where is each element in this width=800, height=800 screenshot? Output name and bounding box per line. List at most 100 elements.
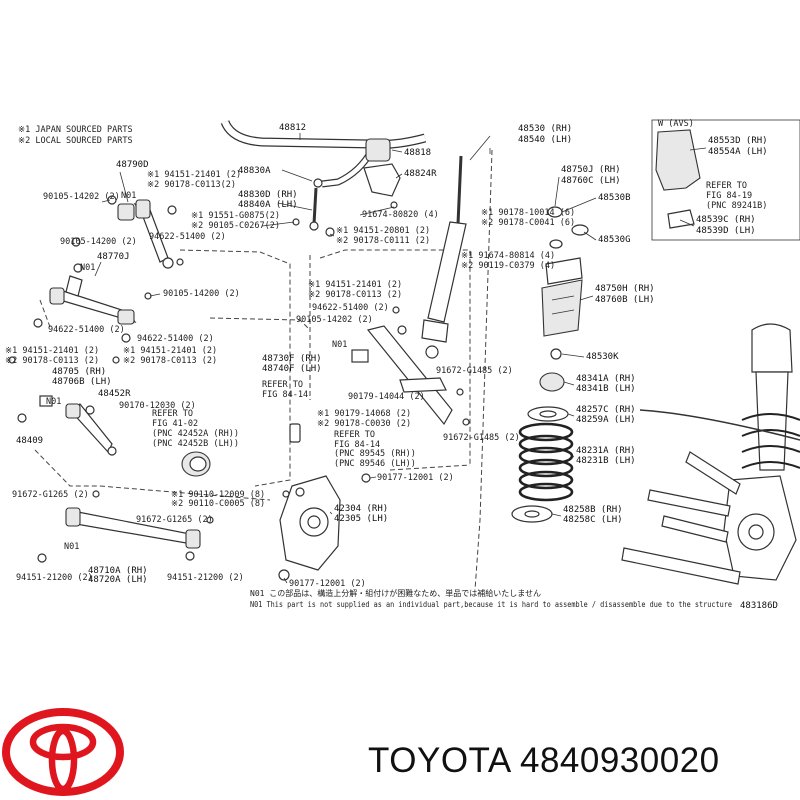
part-label: 48750J (RH) (561, 165, 621, 175)
legend-japan-sourced: ※1 JAPAN SOURCED PARTS (18, 125, 133, 135)
part-label: 48259A (LH) (576, 415, 636, 425)
part-label: 48812 (279, 123, 306, 133)
part-label: 48530G (598, 235, 631, 245)
part-label: REFER TO (334, 430, 375, 440)
part-label: 91672-G1265 (2) (12, 490, 89, 500)
part-label: ※2 90178-C0113 (2) (5, 356, 99, 366)
part-label: 48790D (116, 160, 149, 170)
part-label: (PNC 89545 (RH)) (334, 449, 416, 459)
part-label: 48452R (98, 389, 131, 399)
coil-spring-48231 (511, 372, 574, 523)
part-label: ※2 90178-C0030 (2) (317, 419, 411, 429)
part-label: 48830D (RH) (238, 190, 298, 200)
part-label: 90170-12030 (2) (119, 401, 196, 411)
part-label: 91672-G1485 (2) (436, 366, 513, 376)
part-label: 90179-14044 (2) (348, 392, 425, 402)
part-label: 90177-12001 (2) (289, 579, 366, 589)
part-label: 48705 (RH) (52, 367, 106, 377)
stabilizer-bracket (363, 163, 401, 197)
part-label: 48553D (RH) (708, 136, 768, 146)
note-japanese: N01 この部品は、構造上分解・組付けが困難なため、単品では補給いたしません (250, 588, 541, 598)
brand-part-title: TOYOTA 4840930020 (368, 741, 720, 781)
part-label: N01 (46, 397, 61, 407)
part-label: FIG 84-14 (262, 390, 308, 400)
part-label: ※2 90178-C0113(2) (147, 180, 236, 190)
part-labels: 48812 48818 48824R 48830A 48790D ※1 9415… (5, 119, 768, 589)
lower-arm-48770j (49, 275, 137, 325)
leader-lines (94, 133, 707, 584)
brand-name: TOYOTA (368, 741, 510, 780)
part-label: ※2 90110-C0005 (8) (171, 499, 265, 509)
diagram-id: 483186D (740, 601, 778, 611)
part-label: 90105-14202 (2) (296, 315, 373, 325)
part-label: 48760C (LH) (561, 176, 621, 186)
part-label: 48258B (RH) (563, 505, 623, 515)
part-label: 91674-80820 (4) (362, 210, 439, 220)
part-label: (PNC 42452A (RH)) (152, 429, 239, 439)
fasteners (8, 195, 470, 581)
part-label: ※1 94151-21401 (2) (147, 170, 241, 180)
part-label: ※2 90178-C0113 (2) (308, 290, 402, 300)
part-label: ※1 90110-12009 (8) (171, 490, 265, 500)
part-label: 90105-14202 (2) (43, 192, 120, 202)
part-label: N01 (332, 340, 347, 350)
part-label: ※1 91674-80814 (4) (461, 251, 555, 261)
part-label: 48530K (586, 352, 619, 362)
part-label: (PNC 89241B) (706, 201, 767, 211)
note-english: N01 This part is not supplied as an indi… (250, 600, 732, 609)
part-label: 48539D (LH) (696, 226, 756, 236)
part-label: 90105-14200 (2) (60, 237, 137, 247)
part-label: 48730F (RH) (262, 354, 322, 364)
part-label: FIG 84-19 (706, 191, 752, 201)
part-label: N01 (80, 263, 95, 273)
part-label: 94151-21200 (2) (16, 573, 93, 583)
part-label: ※2 90119-C0379 (4) (461, 261, 555, 271)
part-label: FIG 84-14 (334, 440, 380, 450)
part-label: ※1 94151-21401 (2) (308, 280, 402, 290)
part-label: 48341B (LH) (576, 384, 636, 394)
stabilizer-bar (220, 120, 427, 188)
part-label: 48818 (404, 148, 431, 158)
part-label: ※1 90178-10014 (6) (481, 208, 575, 218)
brand-footer (2, 708, 124, 796)
stabilizer-bushing (365, 138, 391, 162)
part-label: W (AVS) (658, 119, 694, 129)
toe-control-link (65, 403, 117, 456)
upper-support (541, 206, 589, 360)
toyota-logo (2, 708, 124, 796)
part-label: 48231B (LH) (576, 456, 636, 466)
part-label: ※1 90179-14068 (2) (317, 409, 411, 419)
part-label: 48720A (LH) (88, 575, 148, 585)
part-label: (PNC 89546 (LH)) (334, 459, 416, 469)
part-label: 48530B (598, 193, 631, 203)
upper-link-48730f (366, 325, 453, 426)
part-label: FIG 41-02 (152, 419, 198, 429)
part-label: 94622-51400 (2) (48, 325, 125, 335)
part-label: 48257C (RH) (576, 405, 636, 415)
rear-knuckle-42304 (279, 475, 341, 571)
part-label: 48830A (238, 166, 271, 176)
part-label: 42304 (RH) (334, 504, 388, 514)
part-label: ※2 90178-C0111 (2) (336, 236, 430, 246)
part-label: 48760B (LH) (595, 295, 655, 305)
part-label: ※1 94151-21401 (2) (123, 346, 217, 356)
part-label: REFER TO (706, 181, 747, 191)
upper-arm-48790d (117, 199, 174, 269)
part-label: ※1 94151-20801 (2) (336, 226, 430, 236)
part-label: 48710A (RH) (88, 566, 148, 576)
part-label: 42305 (LH) (334, 514, 388, 524)
part-label: 48539C (RH) (696, 215, 756, 225)
part-label: 48258C (LH) (563, 515, 623, 525)
part-label: (PNC 42452B (LH)) (152, 439, 239, 449)
part-label: 48824R (404, 169, 437, 179)
part-label: 91672-G1265 (2) (136, 515, 213, 525)
part-label: 48554A (LH) (708, 147, 768, 157)
part-label: 48770J (97, 252, 130, 262)
part-label: 91672-G1485 (2) (443, 433, 520, 443)
part-label: 48840A (LH) (238, 200, 298, 210)
part-label: ※2 90178-C0113 (2) (123, 356, 217, 366)
part-label: 48740F (LH) (262, 364, 322, 374)
assembled-view (621, 323, 800, 585)
part-number: 4840930020 (519, 741, 720, 780)
